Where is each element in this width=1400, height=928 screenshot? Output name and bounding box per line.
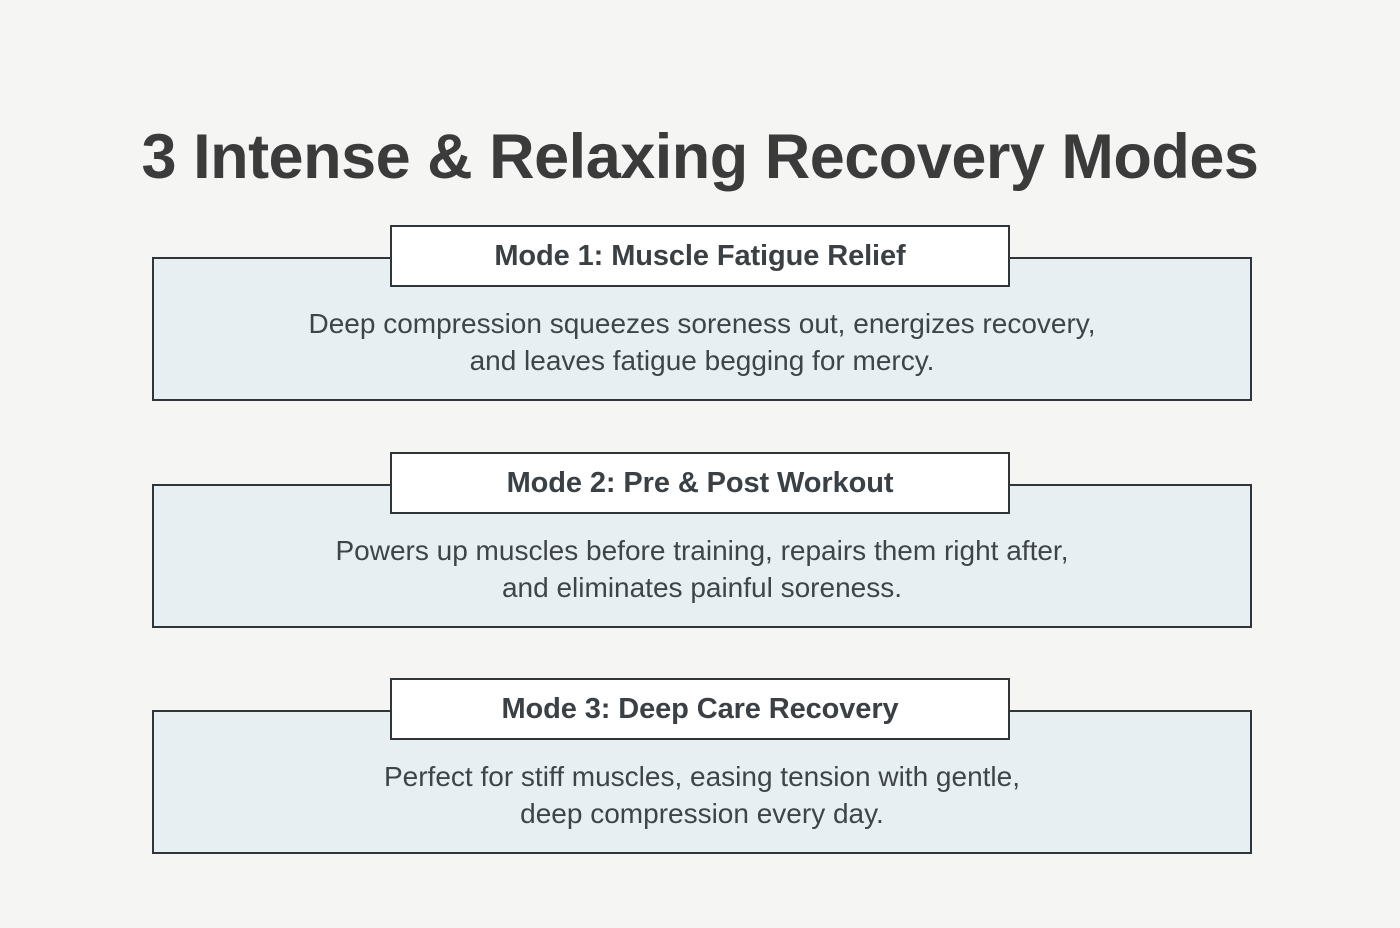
mode-title-box-3: Mode 3: Deep Care Recovery [390, 678, 1010, 740]
mode-description-line-2: and eliminates painful soreness. [501, 572, 902, 603]
mode-description-line-1: Deep compression squeezes soreness out, … [308, 308, 1096, 339]
mode-description-line-1: Powers up muscles before training, repai… [335, 535, 1069, 566]
mode-title-1: Mode 1: Muscle Fatigue Relief [494, 240, 906, 272]
mode-title-box-1: Mode 1: Muscle Fatigue Relief [390, 225, 1010, 287]
mode-description-2: Powers up muscles before training, repai… [154, 532, 1250, 626]
mode-title-2: Mode 2: Pre & Post Workout [506, 467, 894, 499]
mode-description-3: Perfect for stiff muscles, easing tensio… [154, 758, 1250, 852]
mode-title-3: Mode 3: Deep Care Recovery [501, 693, 899, 725]
mode-description-line-2: deep compression every day. [520, 798, 884, 829]
mode-title-box-2: Mode 2: Pre & Post Workout [390, 452, 1010, 514]
mode-description-line-1: Perfect for stiff muscles, easing tensio… [383, 761, 1020, 792]
mode-description-1: Deep compression squeezes soreness out, … [154, 305, 1250, 399]
page-title: 3 Intense & Relaxing Recovery Modes [141, 122, 1259, 193]
mode-description-line-2: and leaves fatigue begging for mercy. [469, 345, 935, 376]
